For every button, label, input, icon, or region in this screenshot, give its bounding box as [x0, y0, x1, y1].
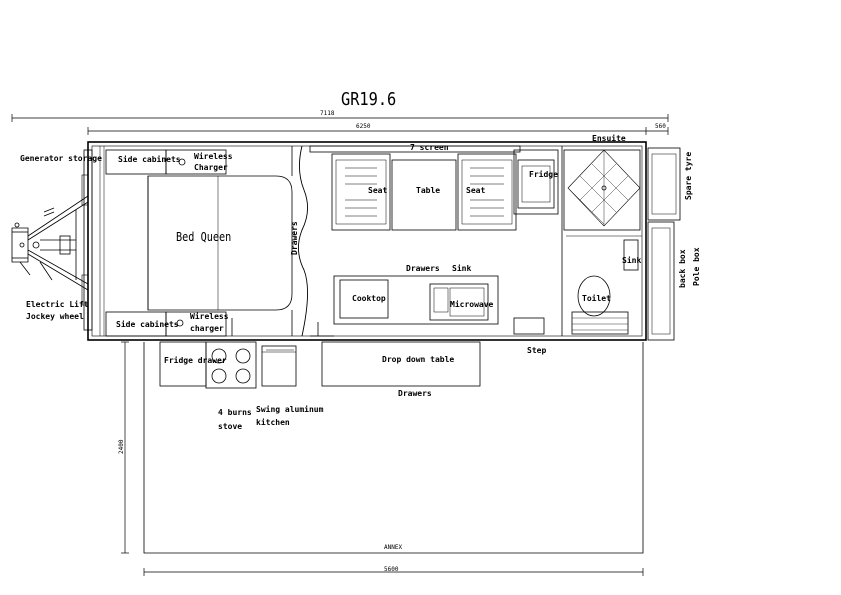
drop-down-table-label: Drop down table: [382, 355, 455, 364]
drawbar: [11, 195, 89, 291]
dinette: [309, 145, 521, 231]
ensuite-label: Ensuite: [592, 134, 626, 143]
plan-title: GR19.6: [341, 89, 397, 110]
back-box-label: back box: [678, 249, 687, 288]
stove-label-2: stove: [218, 422, 243, 431]
side-cabinets-top-label: Side cabinets: [118, 155, 181, 164]
bed-queen-label: Bed Queen: [176, 230, 232, 244]
toilet-label: Toilet: [582, 294, 611, 303]
kitchen-sink-label: Sink: [452, 264, 472, 273]
fridge-drawer-label: Fridge drawer: [164, 356, 227, 365]
microwave-label: Microwave: [450, 300, 494, 309]
wireless-charger-top-label-1: Wireless: [194, 152, 233, 161]
side-cabinets-bottom-label: Side cabinets: [116, 320, 179, 329]
stove-label-1: 4 burns: [218, 408, 252, 417]
annex-depth-dim: 2400: [118, 439, 125, 454]
kitchen: [310, 275, 545, 337]
bedroom: [105, 145, 309, 337]
kitchen-drawers-label: Drawers: [406, 264, 440, 273]
electric-lift-label: Electric Lift: [26, 300, 89, 309]
rear-boxes: [647, 147, 681, 341]
swing-kitchen-label-1: Swing aluminum: [256, 405, 324, 414]
fridge: [513, 149, 559, 215]
cooktop-label: Cooktop: [352, 294, 386, 303]
tv-screen-label: 7 screen: [410, 143, 449, 152]
jockey-wheel-label: Jockey wheel: [26, 312, 84, 321]
step-label: Step: [527, 346, 547, 355]
outdoor-kitchen: [159, 341, 481, 389]
overall-length-dim: 7118: [320, 110, 335, 117]
pole-box-label: Pole box: [692, 247, 701, 286]
seat-left-label: Seat: [368, 186, 388, 195]
body-length-dim: 6250: [356, 123, 371, 130]
wireless-charger-bottom-label-2: charger: [190, 324, 224, 333]
fridge-label: Fridge: [529, 170, 558, 179]
generator-storage-label: Generator storage: [20, 154, 102, 163]
swing-kitchen-label-2: kitchen: [256, 418, 290, 427]
outside-drawers-label: Drawers: [398, 389, 432, 398]
spare-tyre-label: Spare tyre: [684, 151, 693, 200]
annex-label: ANNEX: [384, 544, 403, 551]
annex: [143, 342, 644, 554]
seat-right-label: Seat: [466, 186, 486, 195]
wireless-charger-bottom-label-1: Wireless: [190, 312, 229, 321]
wireless-charger-top-label-2: Charger: [194, 163, 228, 172]
ensuite-sink-label: Sink: [622, 256, 642, 265]
ensuite: [561, 146, 642, 336]
table-label: Table: [416, 186, 441, 195]
rear-overhang-dim: 560: [655, 123, 666, 130]
annex-length-dim: 5600: [384, 566, 399, 573]
bedroom-drawers-label: Drawers: [290, 221, 299, 255]
dimension-lines: [11, 114, 669, 576]
